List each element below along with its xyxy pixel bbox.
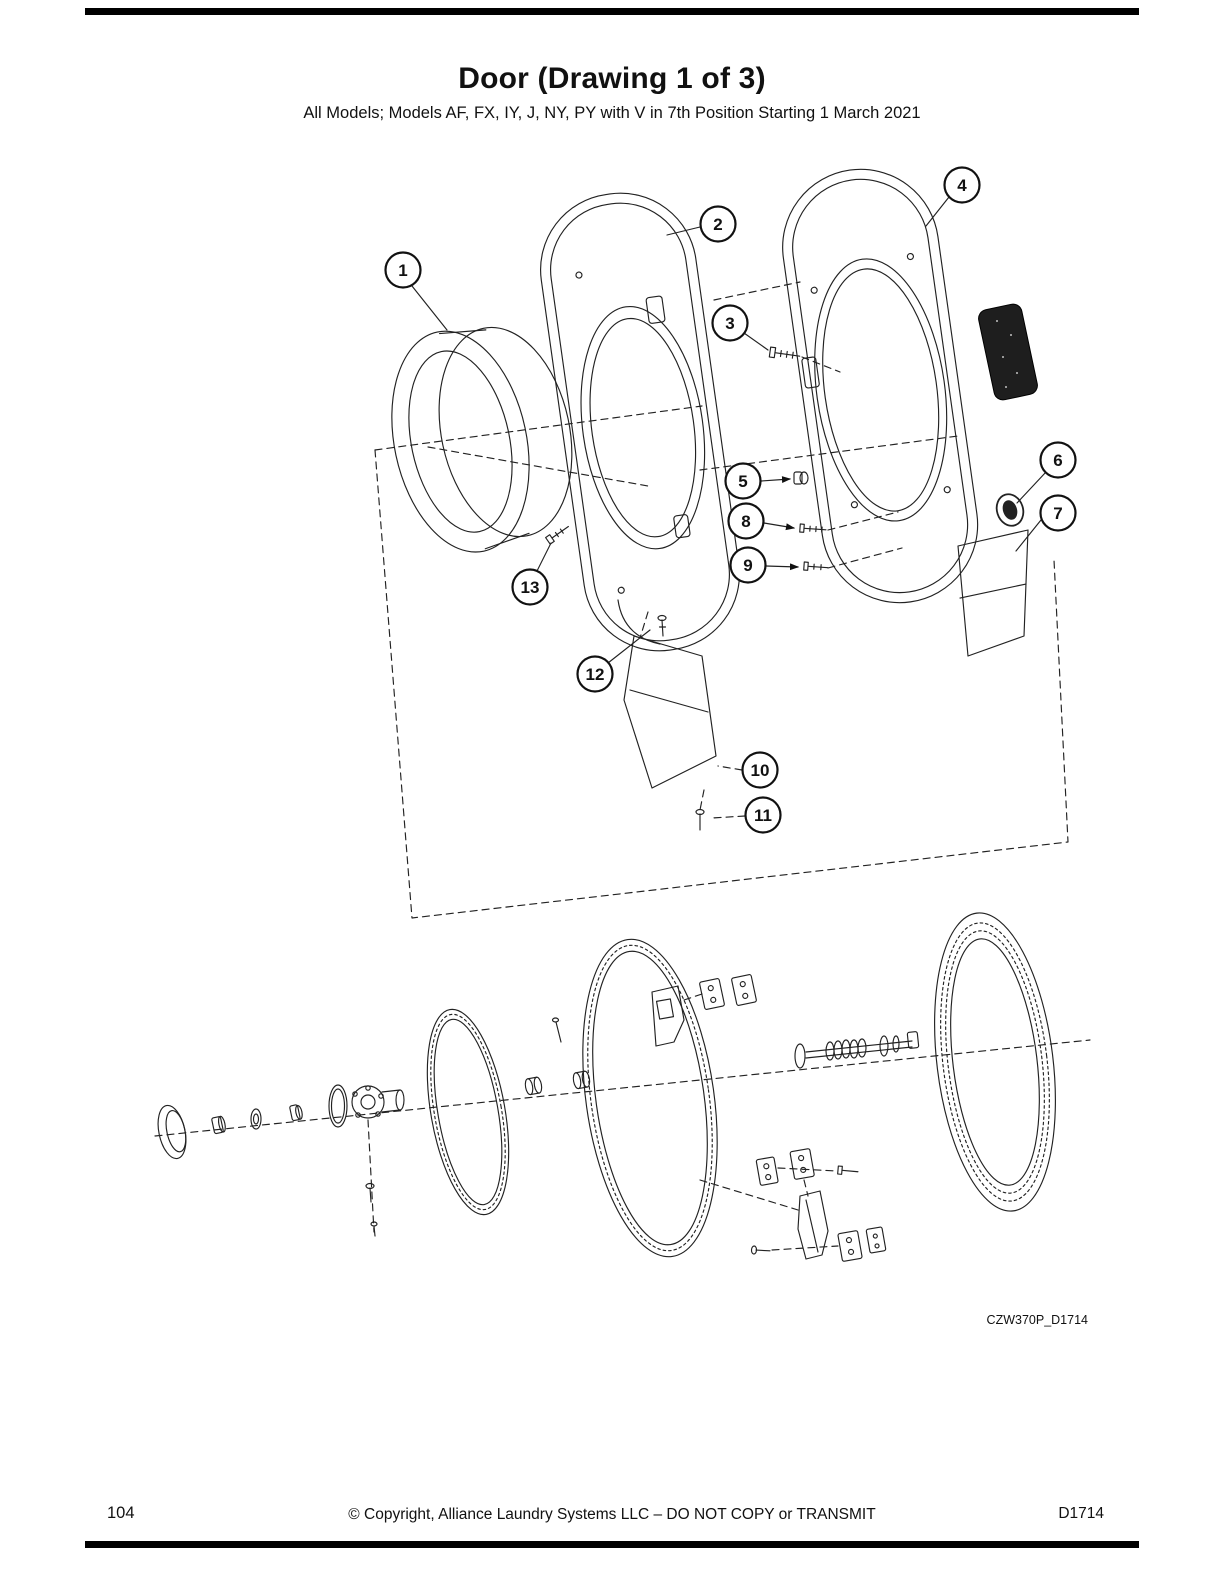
svg-text:2: 2 [713,215,722,234]
screw-part-13 [545,525,569,545]
bushing-a [524,1076,543,1096]
door-window-part [391,326,573,553]
hub-end-cap [157,1104,187,1160]
callout-12: 12 [576,629,651,693]
footer-page-number: 104 [107,1504,135,1522]
hinge-plate-a [699,978,725,1010]
lock-block-part [978,303,1038,401]
inner-door-ring [426,1008,510,1216]
page-title: Door (Drawing 1 of 3) [458,62,766,95]
diagram-code-label: CZW370P_D1714 [986,1313,1088,1327]
callout-5: 5 [724,462,792,500]
top-rule [85,8,1139,15]
detail-region-outline [374,405,1069,919]
hinge-plate-b [731,974,757,1006]
hub-nut [289,1104,303,1122]
callout-9: 9 [729,546,800,584]
screw-part-9 [803,561,829,571]
callout-8: 8 [727,502,796,540]
page-subtitle: All Models; Models AF, FX, IY, J, NY, PY… [303,104,921,122]
svg-text:3: 3 [725,314,734,333]
outer-door-frame-part [782,168,979,604]
callout-13: 13 [511,542,552,606]
svg-text:13: 13 [521,578,540,597]
callout-2: 2 [666,205,737,243]
screw-part-3 [768,346,801,359]
callout-10: 10 [717,751,779,789]
callout-4: 4 [925,166,981,227]
screw-part-12 [657,614,667,637]
callout-7: 7 [1015,494,1077,552]
svg-text:9: 9 [743,556,752,575]
grommet-part-6 [995,493,1025,527]
svg-text:8: 8 [741,512,750,531]
callout-3: 3 [711,304,769,351]
shoulder-screw-assembly [794,1031,920,1069]
label-sheet-part-7 [957,529,1029,657]
callout-6: 6 [1016,441,1077,504]
callout-1: 1 [384,251,448,331]
svg-text:11: 11 [754,806,772,825]
svg-text:4: 4 [957,176,967,195]
footer-doc-id: D1714 [1058,1505,1104,1522]
door-flap-part-10 [623,611,717,789]
callout-11: 11 [711,796,782,834]
bottom-rule [85,1541,1139,1548]
svg-text:7: 7 [1053,504,1062,523]
outer-door-ring-lower [934,912,1056,1212]
screw-part-8 [799,523,827,533]
svg-text:1: 1 [398,261,407,280]
nut-part-5 [793,471,809,485]
hub-washer [250,1108,262,1130]
hinge-pin [551,1017,562,1043]
footer-copyright: © Copyright, Alliance Laundry Systems LL… [348,1506,876,1523]
screw-part-11 [695,789,705,831]
door-panel-part [540,192,740,652]
lower-hinge-hardware [699,1148,887,1262]
hinge-hub-assembly [351,1085,405,1237]
svg-text:10: 10 [751,761,770,780]
bushing-b [572,1070,591,1090]
o-ring [328,1084,348,1128]
svg-text:6: 6 [1053,451,1062,470]
hub-bolt [211,1115,226,1135]
lower-door-panel-ring [582,938,718,1258]
svg-text:5: 5 [738,472,747,491]
construction-lines [154,281,1091,1137]
svg-text:12: 12 [586,665,605,684]
